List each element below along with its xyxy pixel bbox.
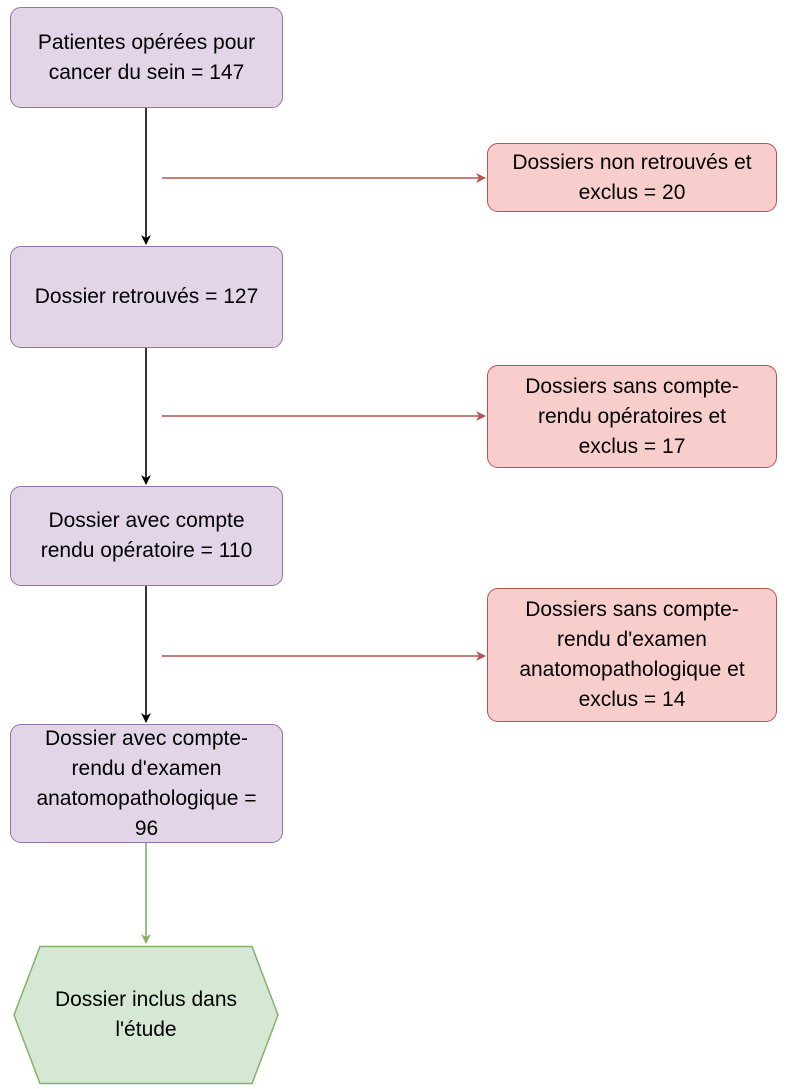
box-dossiers-retrouves: Dossier retrouvés = 127	[10, 246, 283, 348]
box-exclusion-sans-compte-rendu-operatoire: Dossiers sans compte- rendu opératoires …	[487, 365, 777, 468]
box-dossier-inclus-label: Dossier inclus dans l'étude	[54, 988, 238, 1041]
box-exclusion-non-retrouves: Dossiers non retrouvés et exclus = 20	[487, 143, 777, 212]
box-compte-rendu-operatoire: Dossier avec compte rendu opératoire = 1…	[10, 486, 283, 586]
box-compte-rendu-anatomopathologique: Dossier avec compte- rendu d'examen anat…	[10, 724, 283, 843]
box-patients-operees: Patientes opérées pour cancer du sein = …	[10, 7, 283, 108]
hexagon-final-inclusion	[13, 945, 279, 1085]
box-exclusion-sans-anatomopathologie: Dossiers sans compte- rendu d'examen ana…	[487, 588, 777, 722]
